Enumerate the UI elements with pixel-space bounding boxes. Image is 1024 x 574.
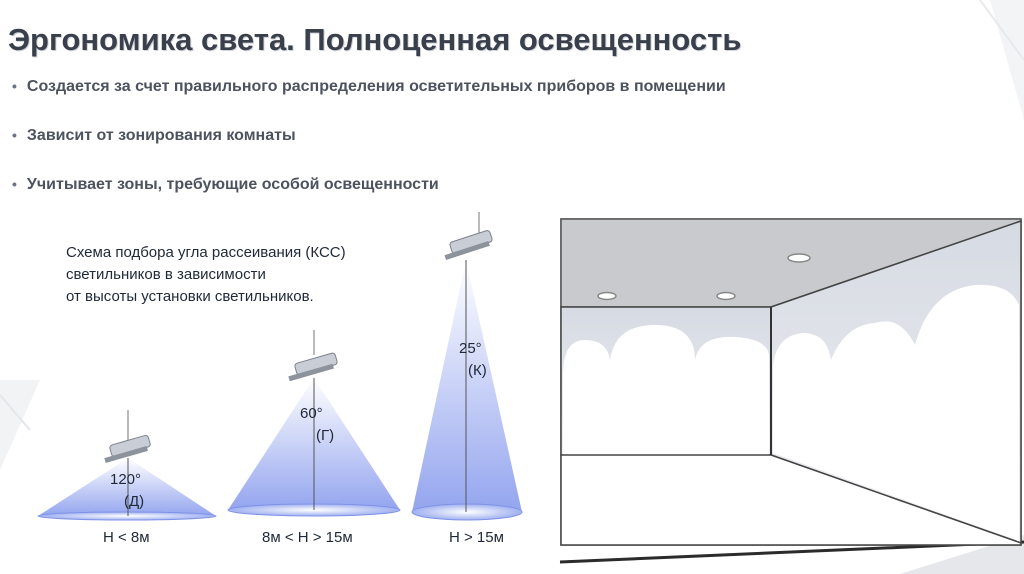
ksc-mark-label: (К) <box>468 362 487 379</box>
page-title: Эргономика света. Полноценная освещеннос… <box>8 22 742 57</box>
bullet-dot: • <box>12 176 17 192</box>
angle-label: 120° <box>110 471 141 488</box>
light-spot <box>37 511 217 521</box>
light-cone <box>38 458 216 516</box>
bullet-text: Создается за счет правильного распределе… <box>26 78 726 95</box>
bullet-dot: • <box>12 127 17 143</box>
beam-angle-diagram: 120° (Д) H < 8м 60° (Г) 8м < H > 15м 25°… <box>37 212 523 546</box>
scheme-caption-line: светильников в зависимости <box>66 266 266 283</box>
lamp-icon <box>288 352 338 382</box>
bullet-item: • Учитывает зоны, требующие особой освеще… <box>12 176 726 225</box>
height-label: 8м < H > 15м <box>262 529 353 546</box>
scheme-caption-line: от высоты установки светильников. <box>66 288 314 305</box>
room-illustration <box>560 218 1022 546</box>
lamp-icon <box>444 230 493 260</box>
angle-label: 60° <box>300 405 323 422</box>
light-spot <box>411 503 523 521</box>
light-cone <box>412 260 522 512</box>
ceiling-light-icon <box>597 291 617 301</box>
height-label: H < 8м <box>103 529 150 546</box>
angle-label: 25° <box>459 340 482 357</box>
bullet-dot: • <box>12 78 17 94</box>
ceiling-light-icon <box>787 253 811 263</box>
bullet-list: • Создается за счет правильного распредел… <box>12 78 726 225</box>
lamp-icon <box>104 434 151 463</box>
bullet-item: • Зависит от зонирования комнаты <box>12 127 726 176</box>
lamp-group-25: 25° (К) H > 15м <box>411 212 523 546</box>
room-floor <box>560 454 1022 546</box>
ksc-mark-label: (Д) <box>124 493 144 510</box>
scheme-caption: Схема подбора угла рассеивания (КСС) све… <box>66 242 346 308</box>
ksc-mark-label: (Г) <box>316 427 334 444</box>
scheme-caption-line: Схема подбора угла рассеивания (КСС) <box>66 244 346 261</box>
bullet-text: Учитывает зоны, требующие особой освещен… <box>26 176 439 193</box>
lamp-group-120: 120° (Д) H < 8м <box>37 410 217 546</box>
height-label: H > 15м <box>449 529 504 546</box>
bullet-text: Зависит от зонирования комнаты <box>26 127 296 144</box>
lamp-group-60: 60° (Г) 8м < H > 15м <box>227 330 401 546</box>
bullet-item: • Создается за счет правильного распредел… <box>12 78 726 127</box>
ceiling-light-icon <box>716 291 736 301</box>
